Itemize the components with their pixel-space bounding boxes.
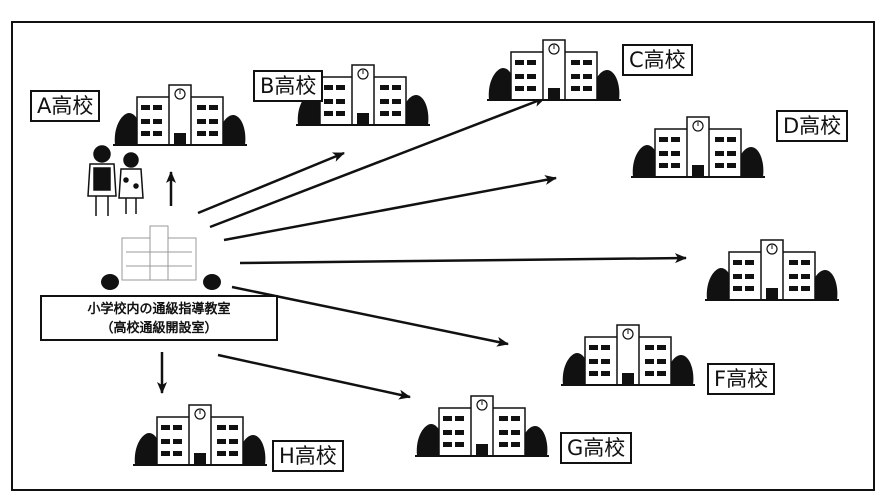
school-label-b: B高校 — [253, 70, 324, 102]
tree-icon — [706, 268, 734, 300]
tree-icon — [238, 435, 266, 465]
tree-icon — [666, 355, 694, 385]
arrow-to-f — [231, 285, 509, 347]
center-label-line1: 小学校内の通級指導教室 — [87, 302, 231, 317]
school-label-f: F高校 — [707, 363, 776, 395]
people-icon — [87, 145, 144, 216]
school-building-a — [113, 84, 247, 146]
arrow-to-g — [217, 353, 411, 400]
tree-icon — [114, 113, 142, 145]
school-building-f — [561, 324, 695, 386]
school-label-h: H高校 — [272, 440, 344, 472]
center-classroom-label: 小学校内の通級指導教室 （高校通級開設室） — [40, 295, 278, 341]
school-building-h — [133, 404, 267, 466]
tree-icon — [401, 95, 429, 125]
school-building-e — [705, 239, 839, 301]
schools-group — [113, 39, 839, 466]
tree-icon — [488, 68, 516, 100]
center-label-line2: （高校通級開設室） — [100, 321, 218, 336]
tree-icon — [416, 424, 444, 456]
tree-icon — [810, 270, 838, 300]
tree-icon — [736, 147, 764, 177]
school-label-a: A高校 — [30, 90, 101, 122]
school-building-d — [631, 116, 765, 178]
tree-icon — [134, 433, 162, 465]
arrow-to-e — [239, 253, 687, 265]
arrow-to-b — [197, 151, 345, 215]
diagram-border — [11, 21, 875, 491]
arrows — [157, 96, 687, 400]
school-building-c — [487, 39, 621, 101]
tree-icon — [218, 115, 246, 145]
school-label-c: C高校 — [622, 44, 693, 76]
tree-icon — [562, 353, 590, 385]
school-label-d: D高校 — [776, 110, 849, 142]
tree-icon — [592, 70, 620, 100]
center-school-icon — [101, 225, 221, 290]
arrow-to-c — [209, 96, 546, 229]
tree-icon — [520, 426, 548, 456]
arrow-to-d — [223, 175, 557, 242]
school-label-g: G高校 — [560, 432, 633, 464]
school-building-g — [415, 395, 549, 457]
tree-icon — [632, 145, 660, 177]
